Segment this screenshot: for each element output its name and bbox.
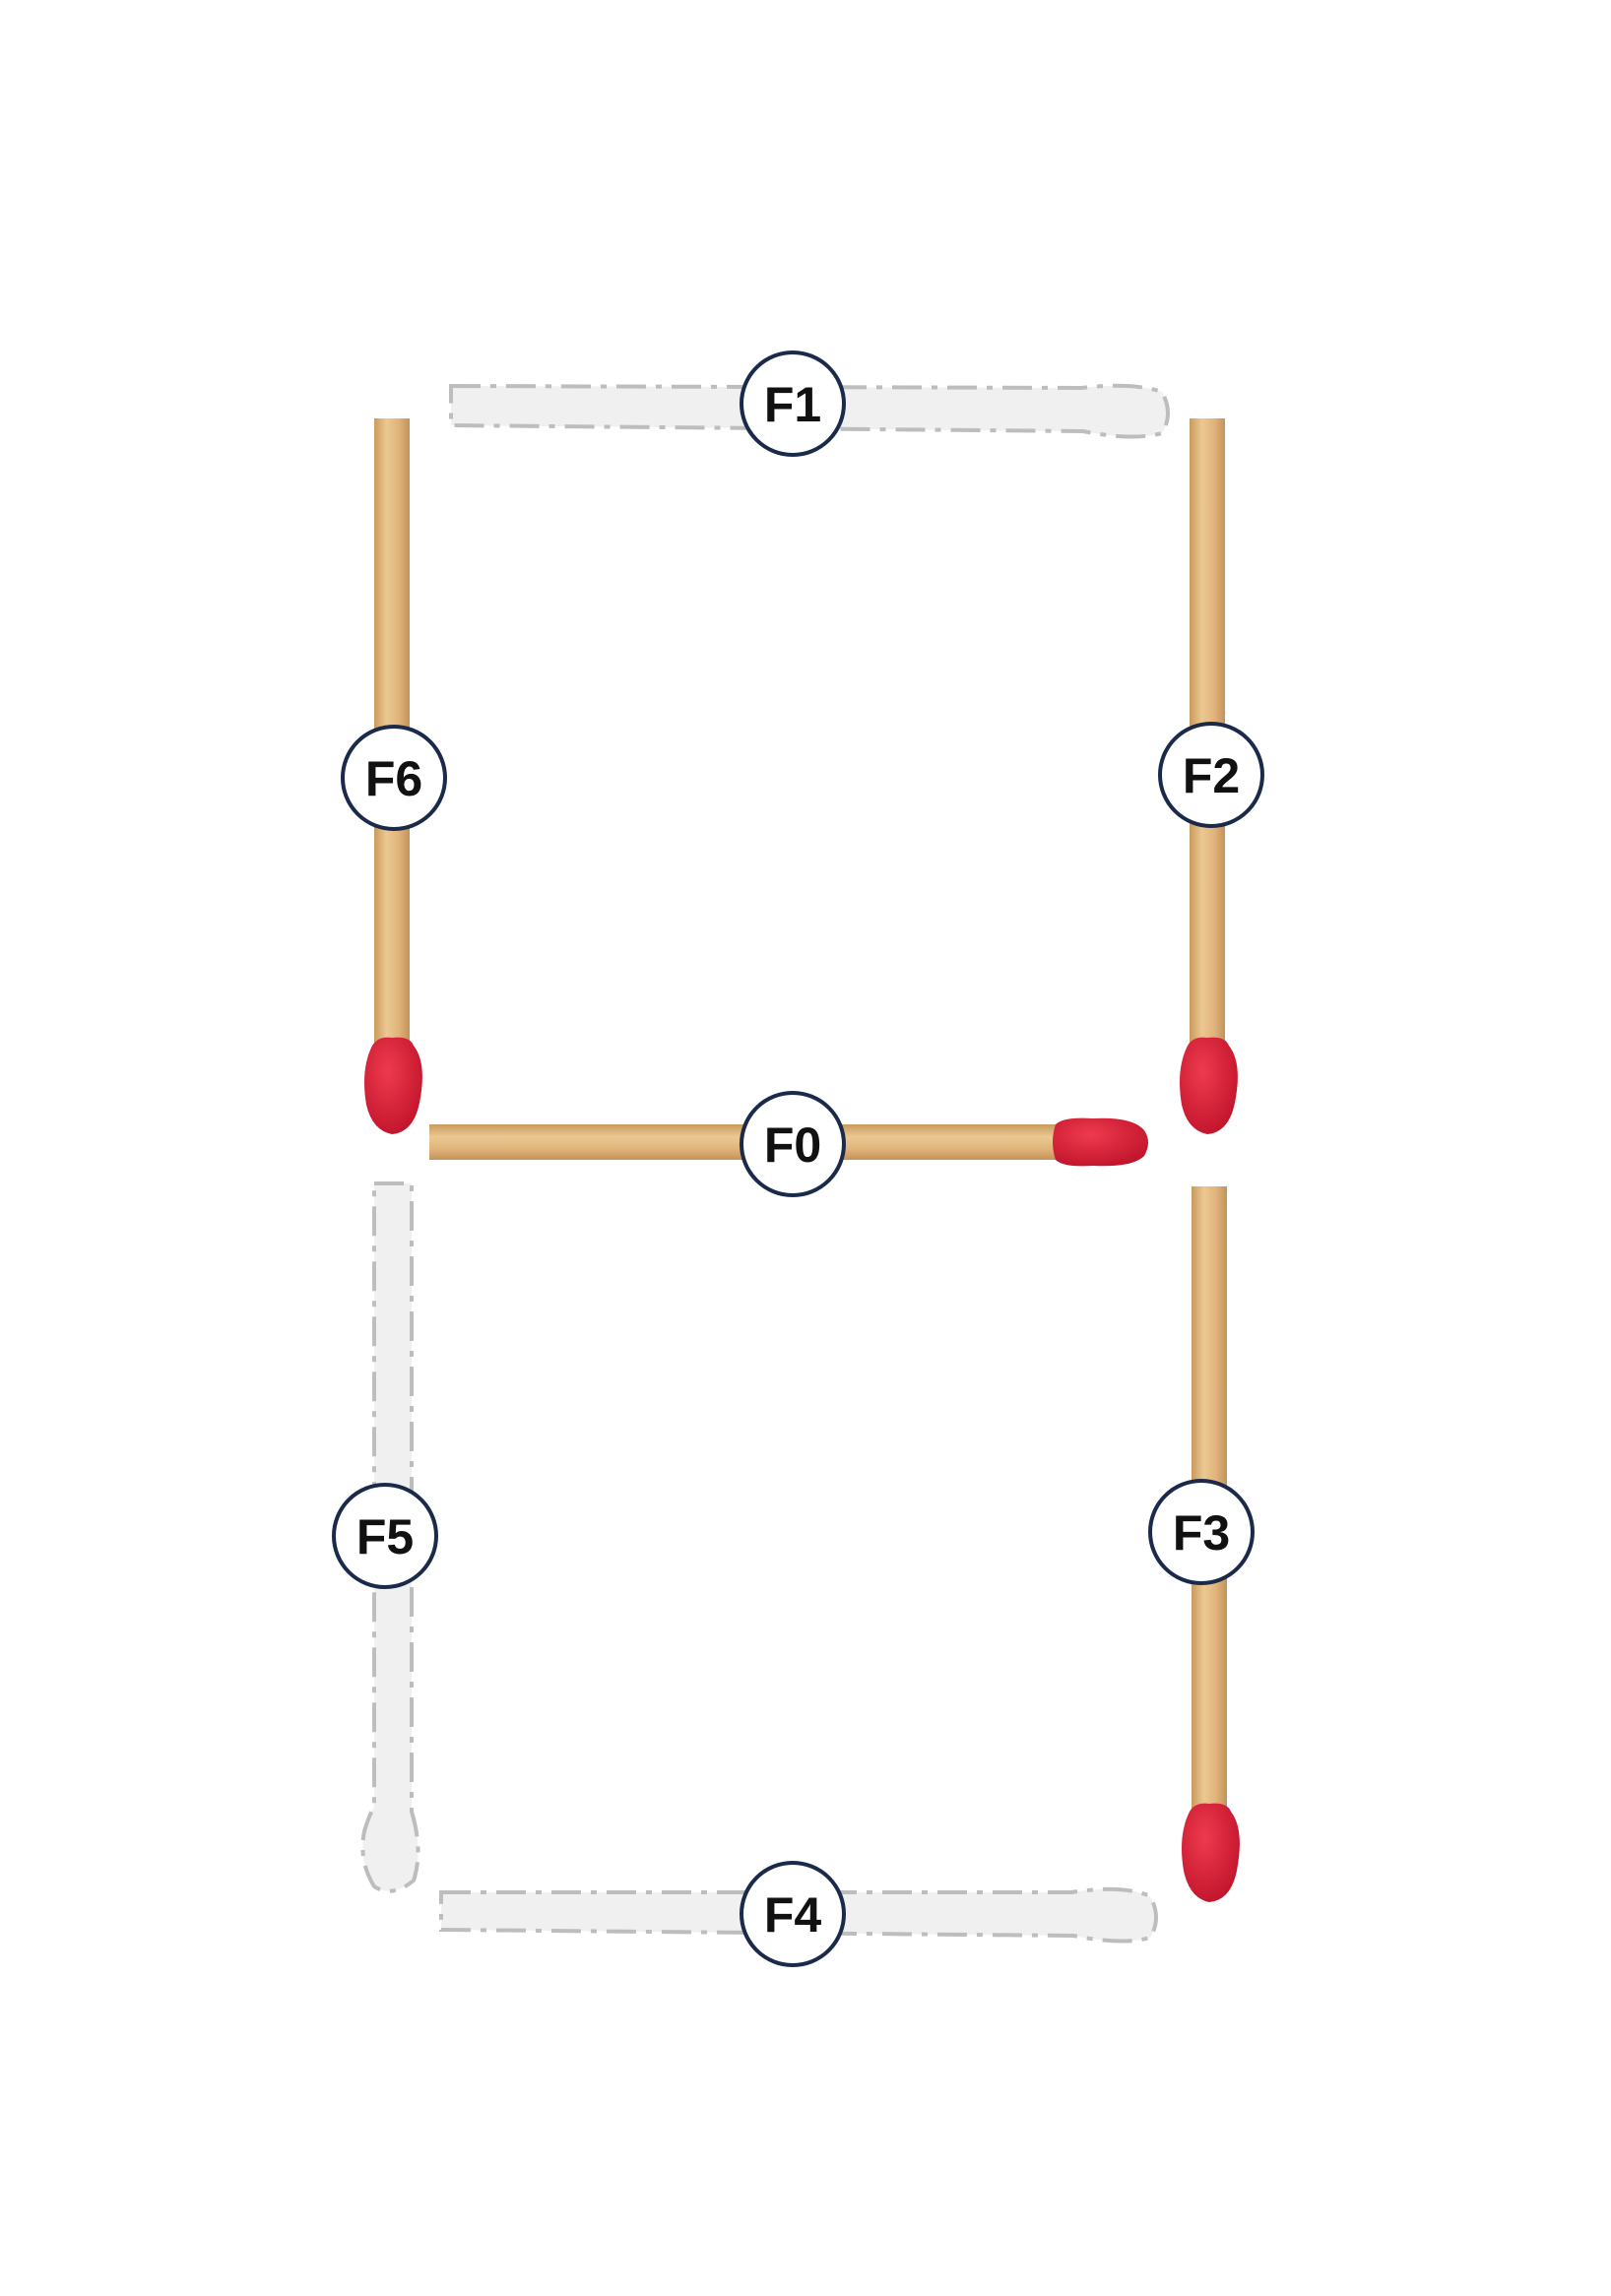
match-head bbox=[1182, 1803, 1240, 1902]
match-head bbox=[1180, 1037, 1238, 1134]
label-badge bbox=[740, 351, 846, 457]
match-head bbox=[364, 1037, 422, 1134]
label-badge bbox=[740, 1861, 846, 1967]
label-f2: F2 bbox=[1158, 722, 1264, 828]
match-head bbox=[1053, 1117, 1148, 1167]
label-f3: F3 bbox=[1148, 1479, 1255, 1585]
label-badge bbox=[1148, 1479, 1255, 1585]
label-f0: F0 bbox=[740, 1091, 846, 1197]
label-text: F2 bbox=[1183, 748, 1240, 803]
label-f5: F5 bbox=[332, 1483, 438, 1589]
label-f1: F1 bbox=[740, 351, 846, 457]
label-badge bbox=[1158, 722, 1264, 828]
label-text: F1 bbox=[764, 377, 821, 432]
label-f4: F4 bbox=[740, 1861, 846, 1967]
label-badge bbox=[341, 725, 447, 831]
label-text: F3 bbox=[1173, 1505, 1230, 1561]
label-badge bbox=[740, 1091, 846, 1197]
label-text: F5 bbox=[356, 1509, 414, 1564]
label-f6: F6 bbox=[341, 725, 447, 831]
label-text: F4 bbox=[764, 1887, 822, 1943]
label-badge bbox=[332, 1483, 438, 1589]
label-text: F6 bbox=[365, 751, 422, 806]
label-text: F0 bbox=[764, 1117, 821, 1173]
